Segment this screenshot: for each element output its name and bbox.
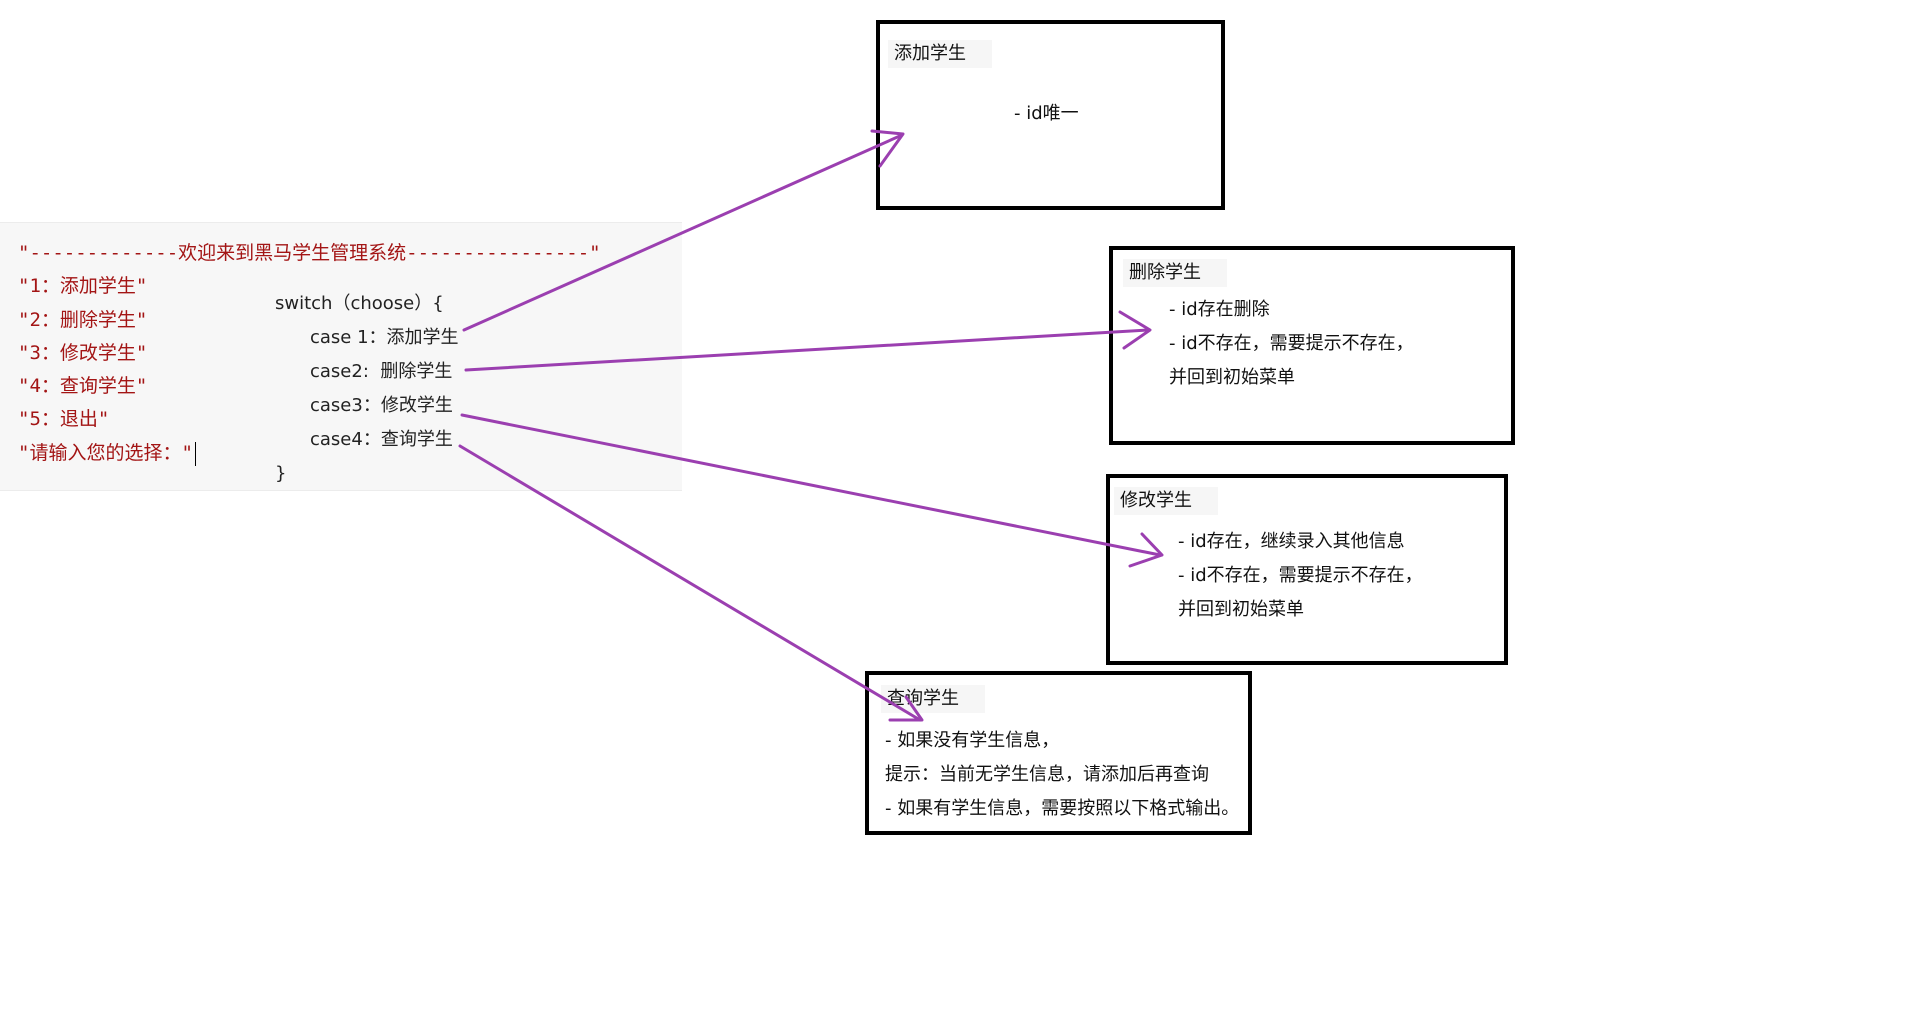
switch-case-1: case 1：添加学生 — [310, 327, 459, 348]
modify-student-rule-2: - id不存在，需要提示不存在， — [1178, 565, 1423, 586]
add-student-box: 添加学生 - id唯一 — [876, 20, 1225, 210]
query-student-rule-2: 提示：当前无学生信息，请添加后再查询 — [885, 764, 1209, 785]
switch-close-brace: } — [275, 463, 287, 484]
delete-student-title: 删除学生 — [1123, 259, 1227, 287]
menu-option-add: "1：添加学生" — [18, 275, 148, 297]
switch-header: switch（choose）{ — [275, 293, 444, 314]
modify-student-title: 修改学生 — [1114, 487, 1218, 515]
query-student-box: 查询学生 - 如果没有学生信息， 提示：当前无学生信息，请添加后再查询 - 如果… — [865, 671, 1252, 835]
delete-student-rule-1: - id存在删除 — [1169, 299, 1270, 320]
query-student-title: 查询学生 — [881, 685, 985, 713]
delete-student-rule-3: 并回到初始菜单 — [1169, 367, 1295, 388]
menu-prompt-text: "请输入您的选择：" — [18, 442, 193, 464]
switch-case-3: case3：修改学生 — [310, 395, 453, 416]
switch-case-4: case4：查询学生 — [310, 429, 453, 450]
modify-student-box: 修改学生 - id存在，继续录入其他信息 - id不存在，需要提示不存在， 并回… — [1106, 474, 1508, 665]
menu-prompt-line: "请输入您的选择：" — [18, 440, 196, 466]
menu-option-delete: "2：删除学生" — [18, 309, 148, 331]
text-caret — [194, 441, 196, 466]
switch-case-2: case2: 删除学生 — [310, 361, 453, 382]
query-student-rule-3: - 如果有学生信息，需要按照以下格式输出。 — [885, 798, 1240, 819]
delete-student-rule-2: - id不存在，需要提示不存在， — [1169, 333, 1414, 354]
query-student-rule-1: - 如果没有学生信息， — [885, 730, 1060, 751]
menu-option-query: "4：查询学生" — [18, 375, 148, 397]
modify-student-rule-3: 并回到初始菜单 — [1178, 599, 1304, 620]
menu-option-exit: "5：退出" — [18, 408, 110, 430]
delete-student-box: 删除学生 - id存在删除 - id不存在，需要提示不存在， 并回到初始菜单 — [1109, 246, 1515, 445]
menu-title-line: "-------------欢迎来到黑马学生管理系统--------------… — [18, 242, 601, 264]
menu-option-modify: "3：修改学生" — [18, 342, 148, 364]
add-student-title: 添加学生 — [888, 40, 992, 68]
modify-student-rule-1: - id存在，继续录入其他信息 — [1178, 531, 1405, 552]
code-panel: "-------------欢迎来到黑马学生管理系统--------------… — [0, 222, 682, 491]
add-student-rule-1: - id唯一 — [1014, 103, 1079, 124]
